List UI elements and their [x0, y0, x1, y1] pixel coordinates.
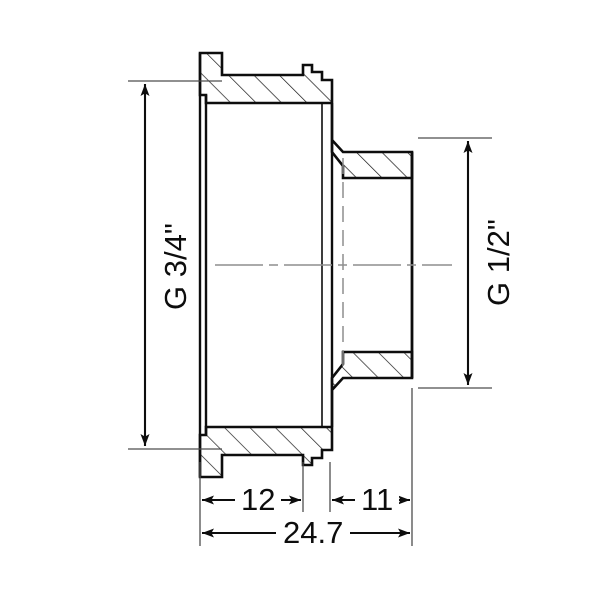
dimension-label-24-7: 24.7	[276, 517, 351, 548]
extension-lines	[128, 80, 492, 546]
dimension-label-11: 11	[355, 484, 400, 515]
lower-section-hatch	[200, 352, 412, 477]
section-body-upper	[198, 51, 414, 180]
lower-section-outline	[198, 350, 414, 479]
dimension-label-g-one-half: G 1/2"	[481, 219, 516, 306]
centerlines	[215, 158, 452, 372]
section-body-lower	[198, 350, 414, 479]
dimension-label-12: 12	[235, 484, 282, 515]
upper-section-hatch	[200, 53, 412, 178]
upper-section-outline	[198, 51, 414, 180]
dimension-label-g-three-quarter: G 3/4"	[158, 223, 193, 310]
